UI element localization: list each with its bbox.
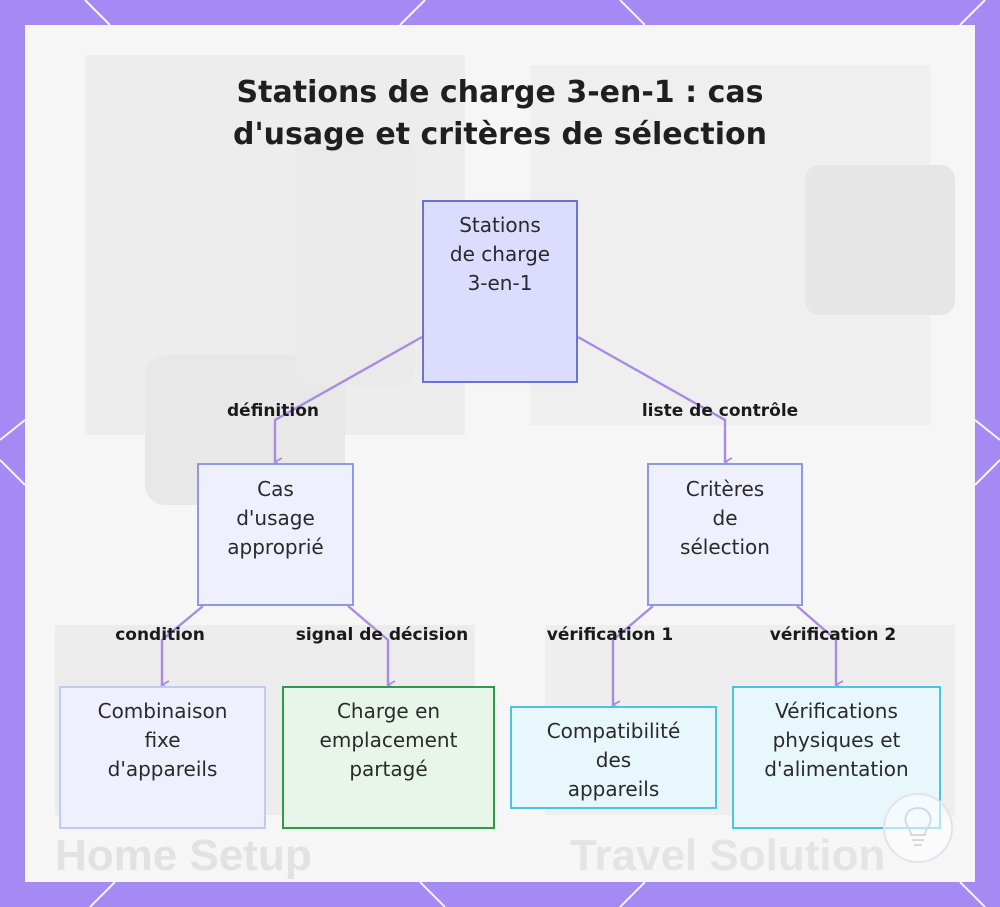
node-fixed-combination: Combinaison fixe d'appareils bbox=[59, 686, 266, 829]
edge-criteria-compat bbox=[611, 605, 654, 710]
node-physical-line-1: Vérifications bbox=[775, 699, 898, 723]
node-criteria-line-2: de bbox=[712, 506, 738, 530]
edge-usage-combo bbox=[160, 605, 204, 690]
node-shared-line-1: Charge en bbox=[336, 699, 441, 723]
node-physical-line-3: d'alimentation bbox=[764, 757, 909, 781]
lightbulb-logo-icon bbox=[883, 793, 953, 863]
edge-label-verification-1: vérification 1 bbox=[546, 625, 674, 645]
node-combo-line-3: d'appareils bbox=[107, 757, 218, 781]
edge-root-usage bbox=[273, 335, 423, 467]
node-criteria-line-3: sélection bbox=[680, 535, 770, 559]
node-selection-criteria: Critères de sélection bbox=[647, 463, 803, 606]
edge-label-definition: définition bbox=[227, 401, 319, 421]
node-usage-line-1: Cas bbox=[257, 477, 294, 501]
node-combo-line-1: Combinaison bbox=[97, 699, 228, 723]
edge-label-verification-2: vérification 2 bbox=[769, 625, 897, 645]
node-charging-stations: Stations de charge 3-en-1 bbox=[422, 200, 578, 383]
node-criteria-line-1: Critères bbox=[685, 477, 765, 501]
edge-criteria-physical bbox=[796, 605, 844, 690]
diagram-title: Stations de charge 3-en-1 : cas d'usage … bbox=[0, 72, 1000, 156]
edge-label-decision-signal: signal de décision bbox=[295, 625, 469, 645]
node-compat-line-1: Compatibilité bbox=[546, 719, 681, 743]
node-root-line-2: de charge bbox=[449, 242, 551, 266]
node-usage-line-2: d'usage bbox=[236, 506, 315, 530]
background-text-travel: Travel Solution bbox=[570, 831, 885, 880]
title-line-2: d'usage et critères de sélection bbox=[233, 117, 767, 152]
edge-root-criteria bbox=[577, 335, 733, 467]
background-text-home: Home Setup bbox=[55, 831, 312, 880]
node-usage-line-3: approprié bbox=[227, 535, 324, 559]
node-combo-line-2: fixe bbox=[144, 728, 181, 752]
node-physical-line-2: physiques et bbox=[772, 728, 901, 752]
edge-label-condition: condition bbox=[115, 625, 205, 645]
node-use-case: Cas d'usage approprié bbox=[197, 463, 354, 606]
node-root-line-3: 3-en-1 bbox=[467, 271, 533, 295]
node-shared-location: Charge en emplacement partagé bbox=[282, 686, 495, 829]
edge-label-checklist: liste de contrôle bbox=[641, 401, 799, 421]
node-compat-line-2: des bbox=[595, 748, 632, 772]
node-root-line-1: Stations bbox=[459, 213, 541, 237]
edge-usage-shared bbox=[347, 605, 396, 690]
node-device-compatibility: Compatibilité des appareils bbox=[510, 706, 717, 809]
node-shared-line-3: partagé bbox=[349, 757, 428, 781]
node-compat-line-3: appareils bbox=[567, 777, 660, 801]
title-line-1: Stations de charge 3-en-1 : cas bbox=[236, 75, 764, 110]
node-shared-line-2: emplacement bbox=[319, 728, 458, 752]
